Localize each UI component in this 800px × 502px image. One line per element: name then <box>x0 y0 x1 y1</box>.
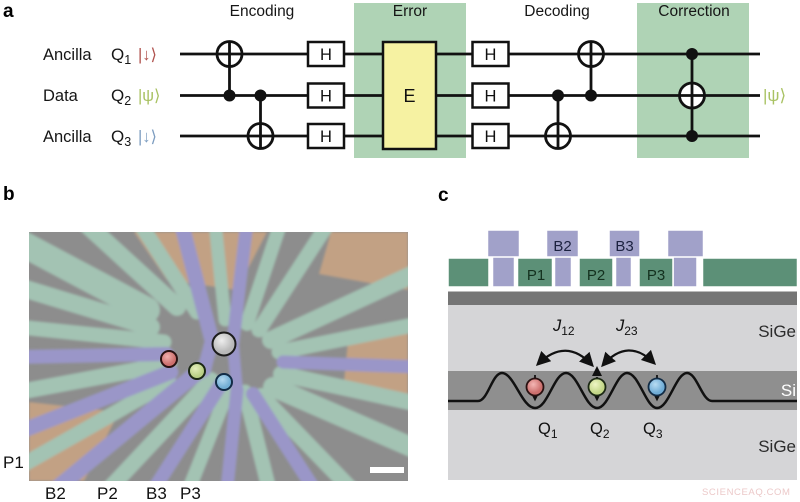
h-gate-3: H <box>320 128 332 146</box>
plunger-label-p1: P1 <box>527 267 545 284</box>
coupling-j12-sub: 12 <box>561 324 575 338</box>
qubit-row-labels: Ancilla Q1 |↓⟩ Data Q2 |ψ⟩ Ancilla Q3 |↓… <box>43 45 161 149</box>
row-qubit-q2: Q <box>111 86 124 105</box>
stage-header-decoding: Decoding <box>524 3 590 20</box>
qubit-wires <box>180 52 760 138</box>
panel-a-letter: a <box>3 1 14 22</box>
coupling-j12: J <box>552 317 562 335</box>
layer-label-sige-bottom: SiGe <box>758 437 796 456</box>
h-gate-5: H <box>485 88 497 106</box>
sem-purple-gates <box>29 232 408 481</box>
cnot-encode-2 <box>246 89 275 150</box>
schematic-q3-label: Q <box>643 420 656 438</box>
h-gate-2: H <box>320 88 332 106</box>
qubit1-dot <box>160 350 178 368</box>
svg-text:Q3: Q3 <box>111 127 131 149</box>
si-layer <box>448 371 797 410</box>
watermark: SCIENCEAQ.COM <box>702 487 791 498</box>
svg-text:Q3: Q3 <box>643 420 663 441</box>
plunger-label-p2: P2 <box>587 267 605 284</box>
schematic-q3-sub: 3 <box>656 427 663 441</box>
panel-b-sem-image <box>29 232 408 481</box>
row-qubit-q1-sub: 1 <box>124 53 131 67</box>
schematic-q2-sub: 2 <box>603 427 610 441</box>
svg-text:Q2: Q2 <box>590 420 610 441</box>
sige-bottom-layer <box>448 410 797 480</box>
h-gate-6: H <box>485 128 497 146</box>
error-gate-letter: E <box>403 86 415 106</box>
coupling-j23-sub: 23 <box>624 324 638 338</box>
cnot-encode-1 <box>215 40 244 102</box>
schematic-q1-dot <box>525 377 545 397</box>
stage-header-error: Error <box>393 3 427 20</box>
svg-text:J23: J23 <box>615 317 638 338</box>
sem-label-p2: P2 <box>97 484 118 502</box>
sem-green-gates <box>29 232 408 481</box>
qubit3-dot <box>215 373 233 391</box>
row-ket-q2: |ψ⟩ <box>138 87 161 105</box>
exchange-arcs <box>535 349 657 368</box>
barrier-label-b2: B2 <box>553 238 571 255</box>
stage-header-correction: Correction <box>658 3 730 20</box>
row-role-q2: Data <box>43 87 79 105</box>
scale-bar <box>370 467 404 473</box>
stage-header-encoding: Encoding <box>230 3 295 20</box>
h-gate-1: H <box>320 46 332 64</box>
schematic-q1-sub: 1 <box>551 427 558 441</box>
panel-a-circuit: Encoding Error Decoding Correction Ancil… <box>43 3 786 158</box>
layer-label-sige-top: SiGe <box>758 322 796 341</box>
sem-label-b3: B3 <box>146 484 167 502</box>
sige-top-layer <box>448 305 797 371</box>
schematic-q1-label: Q <box>538 420 551 438</box>
barrier-label-b3: B3 <box>615 238 633 255</box>
row-qubit-q3-sub: 3 <box>124 135 131 149</box>
row-qubit-q2-sub: 2 <box>124 94 131 108</box>
sem-dot-markers <box>160 331 237 391</box>
hadamard-column-2: H H H <box>471 40 510 150</box>
error-gate-box <box>381 40 438 151</box>
plunger-label-p3: P3 <box>647 267 665 284</box>
exchange-meeting-arrowhead <box>592 366 602 376</box>
schematic-q2-label: Q <box>590 420 603 438</box>
panel-c-letter: c <box>438 185 449 206</box>
qubit2-dot <box>188 362 206 380</box>
hadamard-column-1: H H H <box>306 40 346 150</box>
row-role-q1: Ancilla <box>43 46 92 64</box>
svg-text:J12: J12 <box>552 317 575 338</box>
row-ket-q3: |↓⟩ <box>138 128 157 146</box>
toffoli-correction <box>678 48 706 142</box>
schematic-qubit-dots <box>525 377 667 397</box>
oxide-layer <box>448 291 797 305</box>
panel-b-letter: b <box>3 184 15 205</box>
row-role-q3: Ancilla <box>43 128 92 146</box>
sem-gate-fan <box>29 232 408 481</box>
plunger-gates <box>447 257 799 288</box>
layer-label-si: Si <box>781 381 796 400</box>
sem-label-b2: B2 <box>45 484 66 502</box>
row-ket-q1: |↓⟩ <box>138 46 157 64</box>
potential-wave <box>448 371 797 410</box>
h-gate-4: H <box>485 46 497 64</box>
panel-c-schematic: B2 B3 P1 P2 P3 SiGe Si SiGe J12 <box>447 229 799 480</box>
row-qubit-q1: Q <box>111 45 124 64</box>
coupling-j23: J <box>615 317 625 335</box>
svg-text:Q1: Q1 <box>111 45 131 67</box>
sem-label-p3: P3 <box>180 484 201 502</box>
schematic-q2-dot <box>587 377 607 397</box>
sem-label-p1: P1 <box>3 453 24 472</box>
cnot-decode-2 <box>577 40 605 102</box>
barrier-gates <box>486 229 705 288</box>
schematic-q3-dot <box>647 377 667 397</box>
cnot-decode-1 <box>544 89 572 150</box>
sensor-dot <box>211 331 237 357</box>
svg-text:Q2: Q2 <box>111 86 131 108</box>
output-ket: |ψ⟩ <box>763 86 786 105</box>
svg-text:Q1: Q1 <box>538 420 558 441</box>
row-qubit-q3: Q <box>111 127 124 146</box>
